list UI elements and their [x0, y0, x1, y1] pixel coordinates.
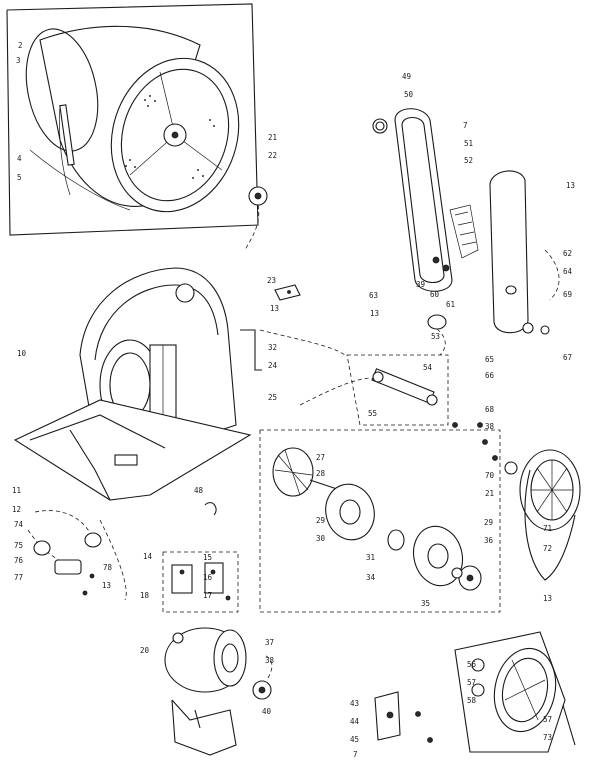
part-label: 5 — [17, 173, 22, 182]
part-label: 30 — [316, 534, 326, 543]
part-label: 13 — [566, 181, 575, 190]
shaft-assembly — [299, 354, 498, 461]
part-label: 71 — [543, 524, 552, 533]
part-label: 29 — [316, 516, 325, 525]
part-label: 11 — [12, 486, 21, 495]
part-label: 16 — [203, 573, 213, 582]
part-label: 68 — [485, 405, 495, 414]
heater-housing — [372, 108, 560, 356]
part-label: 66 — [485, 371, 495, 380]
part-label: 67 — [563, 353, 572, 362]
part-label: 64 — [563, 267, 573, 276]
part-label: 63 — [369, 291, 378, 300]
blower-assembly — [259, 429, 501, 613]
part-label: 56 — [467, 660, 477, 669]
part-label: 48 — [194, 486, 204, 495]
part-label: 24 — [268, 361, 278, 370]
part-label: 28 — [316, 469, 326, 478]
part-label: 43 — [350, 699, 359, 708]
motor — [164, 627, 273, 756]
part-label: 51 — [464, 139, 473, 148]
part-label: 3 — [16, 56, 21, 65]
part-label: 44 — [350, 717, 360, 726]
part-label: 55 — [368, 409, 377, 418]
part-label: 22 — [268, 151, 277, 160]
part-label: 20 — [140, 646, 150, 655]
part-label: 62 — [563, 249, 572, 258]
part-label: 38 — [485, 422, 495, 431]
drum-assembly — [6, 3, 268, 251]
part-label: 32 — [268, 343, 277, 352]
switch-assembly — [162, 551, 239, 613]
part-label: 74 — [14, 520, 24, 529]
part-label: 15 — [203, 553, 212, 562]
part-label: 52 — [464, 156, 473, 165]
part-label: 39 — [416, 280, 425, 289]
part-label: 34 — [366, 573, 376, 582]
part-label: 77 — [14, 573, 23, 582]
part-label: 57 — [543, 715, 552, 724]
part-label: 27 — [316, 453, 325, 462]
part-label: 61 — [446, 300, 455, 309]
part-label: 21 — [268, 133, 277, 142]
part-label: 7 — [353, 750, 358, 759]
part-label: 69 — [563, 290, 572, 299]
thermostat-parts — [27, 502, 217, 601]
part-label: 65 — [485, 355, 494, 364]
part-label: 10 — [17, 349, 27, 358]
part-label: 13 — [270, 304, 279, 313]
part-label: 60 — [430, 290, 440, 299]
bulkhead-frame — [13, 267, 346, 501]
part-label: 17 — [203, 591, 212, 600]
drive-pulley — [504, 449, 581, 581]
part-label: 53 — [431, 332, 440, 341]
part-label: 72 — [543, 544, 552, 553]
part-label: 36 — [484, 536, 494, 545]
part-label: 78 — [103, 563, 113, 572]
part-labels: 2 3 4 5 21 22 49 50 7 51 52 13 39 60 61 … — [12, 41, 575, 759]
part-label: 54 — [423, 363, 433, 372]
part-label: 76 — [14, 556, 24, 565]
part-label: 29 — [484, 518, 493, 527]
part-label: 75 — [14, 541, 23, 550]
part-label: 40 — [262, 707, 272, 716]
part-label: 25 — [268, 393, 277, 402]
part-label: 2 — [18, 41, 23, 50]
part-label: 13 — [370, 309, 379, 318]
part-label: 73 — [543, 733, 552, 742]
part-label: 57 — [467, 678, 476, 687]
part-label: 37 — [265, 638, 274, 647]
part-label: 7 — [463, 121, 468, 130]
part-label: 12 — [12, 505, 21, 514]
part-label: 38 — [265, 656, 275, 665]
part-label: 13 — [102, 581, 111, 590]
part-label: 35 — [421, 599, 430, 608]
part-label: 50 — [404, 90, 414, 99]
part-label: 4 — [17, 154, 22, 163]
part-label: 58 — [467, 696, 477, 705]
part-label: 13 — [543, 594, 552, 603]
part-label: 23 — [267, 276, 276, 285]
part-label: 31 — [366, 553, 375, 562]
part-label: 18 — [140, 591, 150, 600]
part-label: 14 — [143, 552, 153, 561]
idler-assembly — [374, 631, 576, 753]
part-label: 70 — [485, 471, 495, 480]
part-label: 49 — [402, 72, 411, 81]
part-label: 21 — [485, 489, 494, 498]
part-label: 45 — [350, 735, 359, 744]
